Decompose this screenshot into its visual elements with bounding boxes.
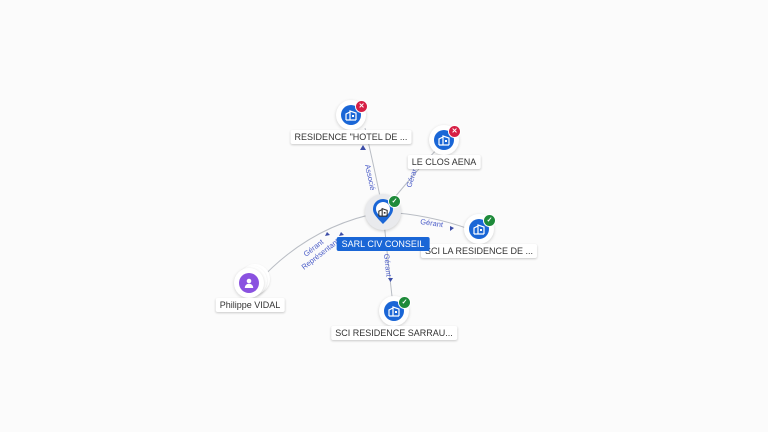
node-label-residence-hotel[interactable]: RESIDENCE "HOTEL DE ...	[290, 130, 412, 144]
arrow-philippe-vidal-2	[339, 232, 344, 236]
edge-label-residence-hotel: Associé	[363, 164, 377, 192]
node-label-sci-residence-sarrau[interactable]: SCI RESIDENCE SARRAU...	[331, 326, 457, 340]
node-philippe-vidal[interactable]	[234, 268, 264, 298]
arrow-philippe-vidal-1	[325, 232, 330, 236]
arrow-sci-residence-sarrau	[388, 278, 393, 282]
center-node-label[interactable]: SARL CIV CONSEIL	[336, 237, 430, 251]
check-icon: ✓	[388, 195, 401, 208]
cross-icon: ✕	[355, 100, 368, 113]
check-icon: ✓	[398, 296, 411, 309]
node-le-clos-aena[interactable]: ✕	[429, 125, 461, 155]
building-icon	[378, 204, 388, 222]
node-label-le-clos-aena[interactable]: LE CLOS AENA	[407, 155, 481, 169]
node-sci-la-residence[interactable]: ✓	[464, 214, 496, 244]
arrow-residence-hotel	[360, 145, 366, 150]
center-node[interactable]: ✓	[365, 194, 401, 230]
node-sci-residence-sarrau[interactable]: ✓	[379, 296, 411, 326]
edge-label-sci-residence-sarrau: Gérant	[382, 253, 393, 278]
node-residence-hotel[interactable]: ✕	[336, 100, 368, 130]
person-icon	[239, 273, 259, 293]
edge-label-sci-la-residence: Gérant	[420, 217, 445, 229]
check-icon: ✓	[483, 214, 496, 227]
arrow-sci-la-residence	[450, 226, 454, 231]
node-label-sci-la-residence[interactable]: SCI LA RESIDENCE DE ...	[420, 244, 538, 258]
cross-icon: ✕	[448, 125, 461, 138]
node-label-philippe-vidal[interactable]: Philippe VIDAL	[215, 298, 285, 312]
